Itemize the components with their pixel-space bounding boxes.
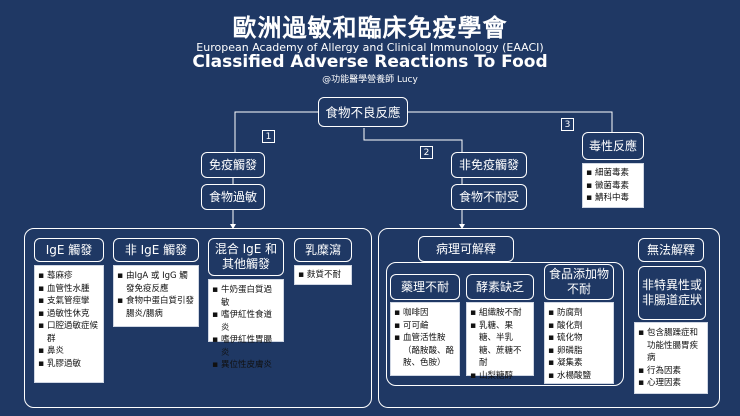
list-item: 嗜伊紅性食道炎 bbox=[212, 309, 279, 334]
branch-number-1: 1 bbox=[262, 130, 275, 143]
node-unexplainable: 無法解釋 bbox=[638, 238, 704, 262]
list-item: 酸化劑 bbox=[548, 320, 609, 333]
group-explainable bbox=[386, 262, 624, 386]
node-nonspecific: 非特異性或非腸道症狀 bbox=[638, 266, 706, 320]
node-food-allergy: 食物過敏 bbox=[201, 184, 265, 210]
arrow-nonimmune bbox=[459, 224, 465, 229]
list-additive: 防腐劑 酸化劑 硫化物 卵磷脂 凝集素 水楊酸鹽 bbox=[544, 302, 614, 384]
list-item: 細菌毒素 bbox=[586, 167, 639, 180]
list-item: 鼻炎 bbox=[38, 345, 99, 358]
list-item: 血管活性胺（酪胺酸、酪胺、色胺） bbox=[394, 332, 455, 370]
list-item: 山梨糖醇 bbox=[470, 370, 529, 383]
list-ige: 蕁麻疹 血管性水腫 支氣管痙攣 過敏性休克 口腔過敏症候群 鼻炎 乳膠過敏 bbox=[34, 265, 104, 383]
list-item: 黴菌毒素 bbox=[586, 180, 639, 193]
node-toxic: 毒性反應 bbox=[582, 132, 644, 160]
list-pharmacological: 咖啡因 可可鹼 血管活性胺（酪胺酸、酪胺、色胺） bbox=[390, 302, 460, 376]
list-item: 防腐劑 bbox=[548, 307, 609, 320]
node-mixed: 混合 IgE 和其他觸發 bbox=[208, 238, 284, 276]
node-celiac: 乳糜瀉 bbox=[294, 238, 352, 262]
connector-root-immune bbox=[234, 111, 318, 152]
list-item: 食物中蛋白質引發腸炎/腸病 bbox=[117, 295, 194, 320]
page-subtitle: Classified Adverse Reactions To Food bbox=[192, 52, 548, 72]
page-title: 歐洲過敏和臨床免疫學會 bbox=[232, 14, 508, 42]
node-non-ige: 非 IgE 觸發 bbox=[113, 238, 199, 262]
branch-number-2: 2 bbox=[420, 146, 433, 159]
list-item: 心理因素 bbox=[638, 377, 703, 390]
list-non-ige: 由IgA 或 IgG 觸發免疫反應 食物中蛋白質引發腸炎/腸病 bbox=[113, 265, 199, 327]
organization-name: European Academy of Allergy and Clinical… bbox=[196, 41, 544, 54]
list-item: 凝集素 bbox=[548, 357, 609, 370]
list-item: 咖啡因 bbox=[394, 307, 455, 320]
list-item: 行為因素 bbox=[638, 365, 703, 378]
connector-root-toxic bbox=[408, 111, 613, 132]
list-item: 口腔過敏症候群 bbox=[38, 320, 99, 345]
arrow-immune bbox=[230, 224, 236, 229]
list-item: 異位性皮膚炎 bbox=[212, 359, 279, 372]
list-item: 乳膠過敏 bbox=[38, 358, 99, 371]
branch-number-3: 3 bbox=[561, 118, 574, 131]
list-item: 支氣管痙攣 bbox=[38, 295, 99, 308]
list-toxic: 細菌毒素 黴菌毒素 鯖科中毒 bbox=[582, 163, 644, 208]
group-food-intolerance bbox=[378, 228, 720, 408]
list-item: 硫化物 bbox=[548, 332, 609, 345]
node-food-intolerance: 食物不耐受 bbox=[451, 184, 527, 210]
author-credit: @功能醫學營養師 Lucy bbox=[322, 75, 418, 85]
list-item: 嗜伊紅性胃腸炎 bbox=[212, 334, 279, 359]
list-item: 血管性水腫 bbox=[38, 283, 99, 296]
list-item: 由IgA 或 IgG 觸發免疫反應 bbox=[117, 270, 194, 295]
list-item: 過敏性休克 bbox=[38, 308, 99, 321]
connector-root-nonimmune bbox=[363, 128, 463, 152]
list-item: 鯖科中毒 bbox=[586, 192, 639, 205]
list-nonspecific: 包含腸躁症和功能性腸胃疾病 行為因素 心理因素 bbox=[634, 322, 708, 394]
list-item: 蕁麻疹 bbox=[38, 270, 99, 283]
group-food-allergy bbox=[24, 228, 372, 408]
list-item: 麩質不耐 bbox=[298, 269, 347, 282]
list-item: 包含腸躁症和功能性腸胃疾病 bbox=[638, 327, 703, 365]
node-nonimmune: 非免疫觸發 bbox=[451, 152, 527, 178]
list-item: 組織胺不耐 bbox=[470, 307, 529, 320]
list-item: 牛奶蛋白質過敏 bbox=[212, 284, 279, 309]
node-pharmacological: 藥理不耐 bbox=[390, 274, 460, 300]
list-item: 卵磷脂 bbox=[548, 345, 609, 358]
list-celiac: 麩質不耐 bbox=[294, 265, 352, 285]
node-explainable: 病理可解釋 bbox=[418, 236, 514, 262]
node-immune: 免疫觸發 bbox=[201, 152, 265, 178]
node-enzyme: 酵素缺乏 bbox=[466, 274, 534, 300]
list-item: 水楊酸鹽 bbox=[548, 370, 609, 383]
node-ige: IgE 觸發 bbox=[34, 238, 104, 262]
list-item: 可可鹼 bbox=[394, 320, 455, 333]
list-mixed: 牛奶蛋白質過敏 嗜伊紅性食道炎 嗜伊紅性胃腸炎 異位性皮膚炎 bbox=[208, 279, 284, 371]
node-additive: 食品添加物不耐 bbox=[544, 264, 614, 300]
list-enzyme: 組織胺不耐 乳糖、果糖、半乳糖、蔗糖不耐 山梨糖醇 bbox=[466, 302, 534, 382]
node-root: 食物不良反應 bbox=[318, 97, 408, 127]
list-item: 乳糖、果糖、半乳糖、蔗糖不耐 bbox=[470, 320, 529, 370]
